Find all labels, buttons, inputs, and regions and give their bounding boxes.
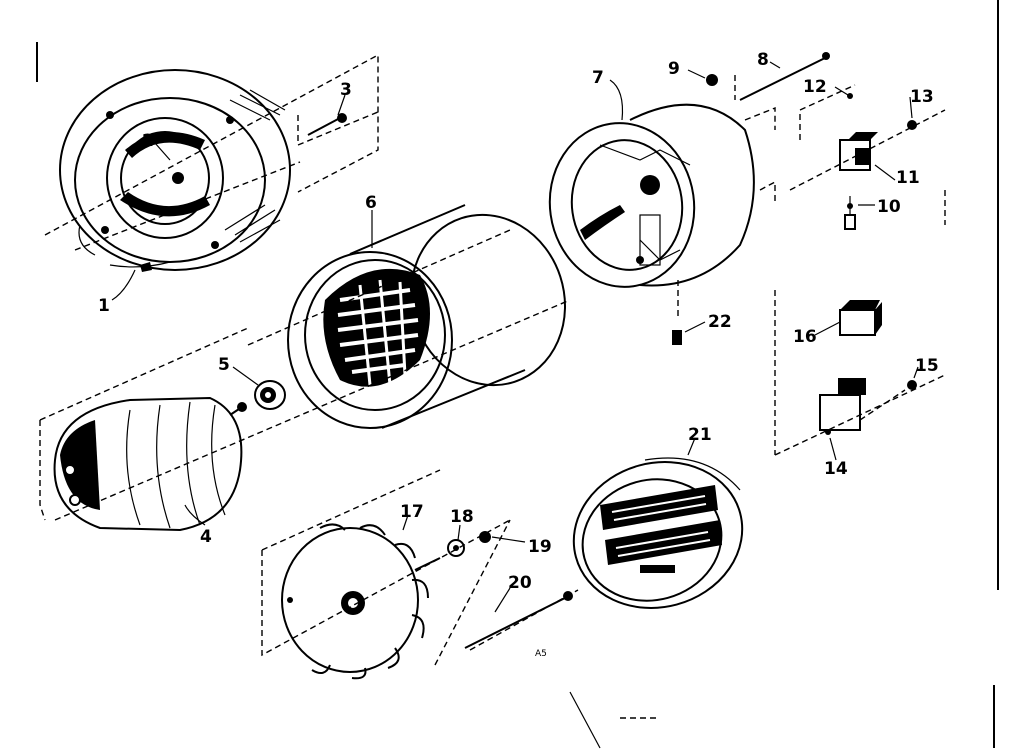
screw-part-3 <box>307 113 347 136</box>
callout-11: 11 <box>896 168 920 188</box>
callout-4: 4 <box>200 527 212 547</box>
armature-rotor <box>53 396 247 532</box>
margin-marks <box>36 0 999 749</box>
fan-housing-guide-lines <box>677 75 776 320</box>
callout-8: 8 <box>757 50 769 70</box>
long-bolt-part-20 <box>464 591 573 649</box>
screw-part-22 <box>672 330 682 345</box>
callout-20: 20 <box>508 573 532 593</box>
callout-5: 5 <box>218 355 230 375</box>
callout-numbers: 1 2 3 4 5 6 7 8 9 10 11 12 13 14 15 16 1… <box>98 50 939 659</box>
callout-21: 21 <box>688 425 712 445</box>
callout-6: 6 <box>365 193 377 213</box>
nut-part-19 <box>479 531 491 543</box>
leader-lines <box>111 61 919 613</box>
end-bell-housing <box>59 69 291 272</box>
fan-guide-lines <box>261 469 579 666</box>
callout-7: 7 <box>592 68 604 88</box>
callout-10: 10 <box>877 197 901 217</box>
callout-18: 18 <box>450 507 474 527</box>
armature-guide-lines <box>39 229 571 521</box>
callout-9: 9 <box>668 59 680 79</box>
callout-19: 19 <box>528 537 552 557</box>
fan-housing <box>548 103 755 288</box>
washer-part-18 <box>447 539 465 557</box>
bracket-part-14 <box>774 290 946 456</box>
relay-part-16 <box>839 300 882 336</box>
callout-13: 13 <box>910 87 934 107</box>
callout-16: 16 <box>793 327 817 347</box>
nut-part-9 <box>706 74 718 86</box>
end-plate-part-21 <box>572 457 744 609</box>
switch-assembly <box>789 84 946 230</box>
callout-14: 14 <box>824 459 848 479</box>
bearing-part-5 <box>254 380 286 410</box>
callout-2: 2 <box>142 131 154 151</box>
callout-12: 12 <box>803 77 827 97</box>
through-bolt-part-8 <box>739 52 830 101</box>
fan-part-17 <box>281 523 441 680</box>
callout-3: 3 <box>340 80 352 100</box>
callout-1: 1 <box>98 296 110 316</box>
callout-22: 22 <box>708 312 732 332</box>
callout-15: 15 <box>915 356 939 376</box>
end-bell-guide-lines <box>44 53 379 251</box>
stator-shell <box>287 204 567 429</box>
callout-17: 17 <box>400 502 424 522</box>
figure-code: A5 <box>535 649 547 659</box>
